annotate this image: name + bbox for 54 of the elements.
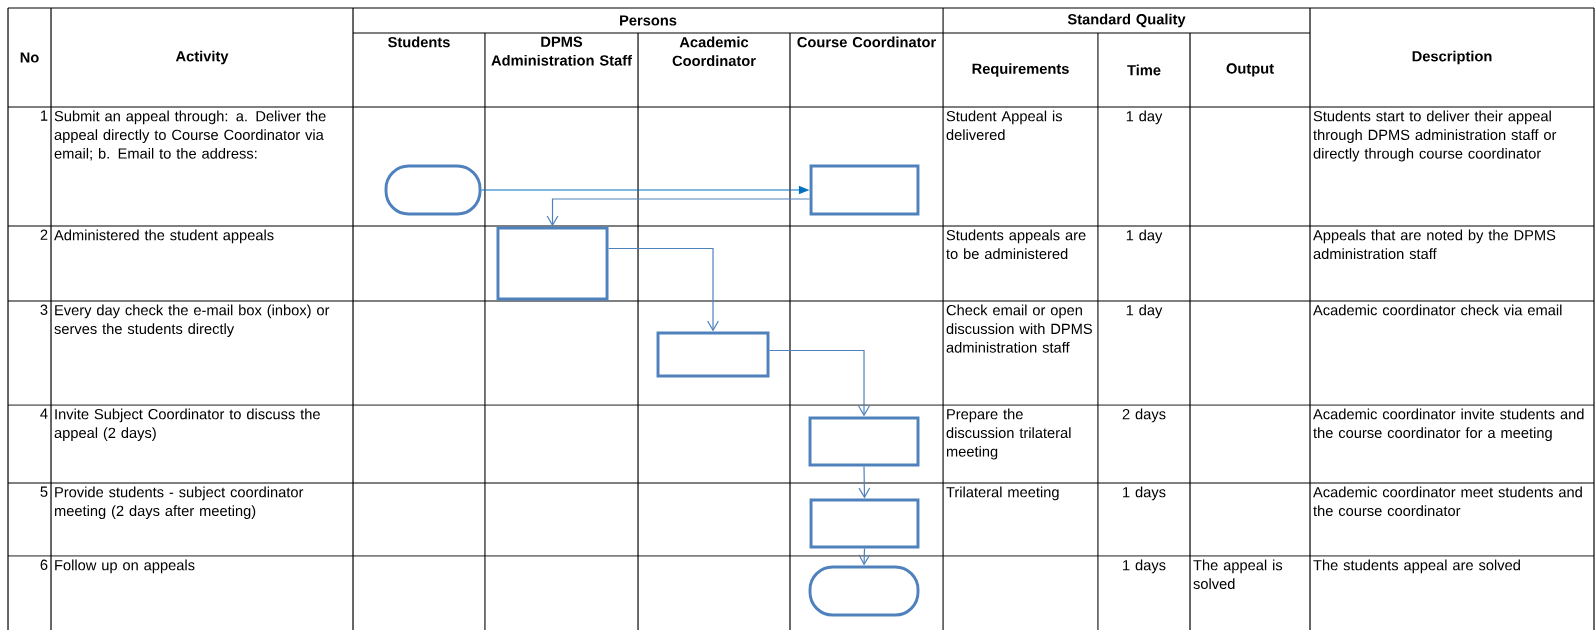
description-text: Academic coordinator check via email: [1313, 304, 1562, 316]
column-heading: Academic Coordinator: [672, 36, 756, 67]
time-text: 1 day: [1126, 304, 1163, 319]
column-heading: Course Coordinator: [797, 36, 936, 48]
activity-text: Every day check the e-mail box (inbox) or serves the students directly: [54, 304, 330, 337]
description-text: Academic coordinator meet students and the course coordinator: [1313, 486, 1582, 517]
column-heading: Students: [388, 36, 450, 48]
arrow: [546, 198, 811, 227]
arrow: [768, 349, 870, 417]
arrow: [858, 547, 871, 566]
process-box: [808, 416, 920, 467]
requirement-text: Student Appeal is delivered: [946, 110, 1062, 141]
column-heading: Output: [1226, 63, 1274, 77]
terminal-shape: [384, 164, 482, 216]
time-text: 1 day: [1126, 229, 1163, 244]
requirement-text: Prepare the discussion trilateral meeting: [946, 408, 1071, 460]
row-number: 3: [40, 304, 48, 315]
description-text: Students start to deliver their appeal through DPMS administration staff or directly through course coordinator: [1313, 110, 1557, 162]
requirement-text: Students appeals are to be administered: [946, 229, 1086, 260]
group-heading: Standard Quality: [1067, 13, 1186, 28]
process-box: [656, 331, 770, 378]
output-text: The appeal is solved: [1193, 559, 1283, 590]
column-heading: Requirements: [972, 63, 1069, 77]
row-number: 5: [40, 486, 48, 497]
row-number: 6: [40, 559, 48, 570]
activity-text: Administered the student appeals: [54, 229, 274, 244]
time-text: 1 day: [1126, 110, 1163, 125]
requirement-text: Check email or open discussion with DPMS administration staff: [946, 304, 1092, 353]
arrow: [858, 465, 871, 499]
terminal-shape: [808, 565, 920, 617]
arrow: [607, 247, 719, 332]
row-number: 2: [40, 229, 48, 240]
activity-text: Invite Subject Coordinator to discuss the appeal (2 days): [54, 408, 320, 441]
time-text: 1 days: [1123, 486, 1166, 501]
description-text: Academic coordinator invite students and the course coordinator for a meeting: [1313, 408, 1584, 441]
column-heading: Time: [1127, 64, 1161, 76]
row-number: 1: [41, 110, 48, 121]
column-heading: Activity: [175, 50, 229, 65]
activity-text: Submit an appeal through: a. Deliver the appeal directly to Course Coordinator via email; b. Email to the address:: [54, 110, 326, 161]
requirement-text: Trilateral meeting: [946, 486, 1059, 501]
process-box: [809, 164, 920, 216]
process-box: [809, 498, 920, 549]
description-text: Appeals that are noted by the DPMS administration staff: [1313, 229, 1556, 260]
group-heading: Persons: [620, 15, 677, 26]
time-text: 2 days: [1122, 408, 1166, 423]
time-text: 1 days: [1123, 559, 1166, 574]
activity-text: Follow up on appeals: [55, 559, 195, 574]
process-box: [496, 226, 609, 301]
column-heading: No: [20, 52, 39, 63]
activity-text: Provide students - subject coordinator meeting (2 days after meeting): [55, 486, 304, 519]
column-heading: Description: [1412, 50, 1492, 65]
description-text: The students appeal are solved: [1313, 559, 1520, 574]
row-number: 4: [40, 408, 48, 419]
column-heading: DPMS Administration Staff: [491, 36, 632, 66]
